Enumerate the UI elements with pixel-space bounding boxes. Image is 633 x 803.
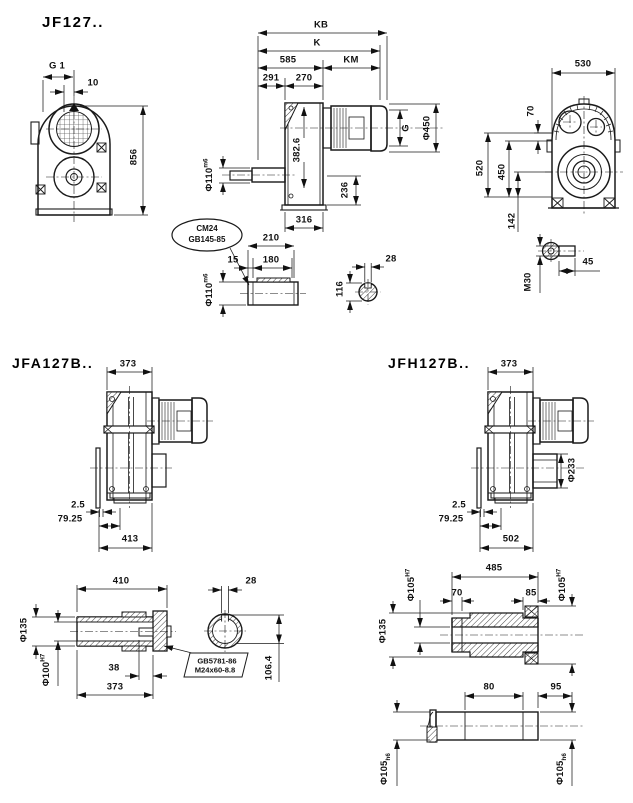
dim-520: 520 — [474, 159, 486, 177]
dim-233: Φ233 — [566, 457, 578, 483]
dim-291: 291 — [262, 72, 280, 84]
bushing-dimensions — [389, 572, 576, 676]
dim-105h7-left: Φ105H7 — [404, 568, 417, 602]
dim-210: 210 — [262, 232, 280, 244]
eyebolt — [536, 234, 600, 293]
dim-236: 236 — [339, 181, 351, 199]
side-dimensions — [219, 30, 440, 232]
dim-382-6: 382.6 — [291, 137, 303, 163]
dim-70: 70 — [525, 105, 537, 117]
bolt-note-frame — [183, 652, 249, 678]
jfa127-title: JFA127B.. — [12, 355, 94, 371]
dim-502: 502 — [502, 533, 520, 545]
jfh127-view — [467, 367, 594, 552]
dim-105h6-left: Φ105h6 — [378, 753, 392, 785]
jfh-dimensions — [467, 367, 568, 552]
jf127-title: JF127.. — [42, 14, 105, 31]
dim-38: 38 — [108, 662, 120, 674]
dim-450: 450 — [496, 163, 508, 181]
dim-180: 180 — [262, 254, 280, 266]
centerlines — [46, 96, 102, 222]
dim-116: 116 — [334, 281, 346, 297]
bolt-note-line2: M24x60-8.8 — [194, 665, 236, 675]
dim-shaft-dia: Φ110m6 — [202, 158, 215, 192]
hollow-shaft-detail — [32, 585, 284, 699]
dim-135-hollow: Φ135 — [18, 617, 30, 643]
dim-373-jfa: 373 — [119, 358, 137, 370]
dim-142: 142 — [506, 212, 518, 230]
bolt-note-line1: GB5781-86 — [197, 656, 237, 666]
dim-373-jfh: 373 — [500, 358, 518, 370]
fan-cowl — [370, 105, 388, 152]
dim-95: 95 — [550, 681, 562, 693]
solid-shaft-detail — [219, 243, 306, 317]
callout-gb145: GB145-85 — [188, 235, 226, 244]
dim-79-25-jfa: 79.25 — [57, 513, 83, 525]
dim-2-5-jfa: 2.5 — [71, 499, 85, 511]
dim-270: 270 — [295, 72, 313, 84]
rear-dimensions — [484, 68, 616, 232]
dim-2-5-jfh: 2.5 — [452, 499, 466, 511]
dim-kb: KB — [313, 19, 329, 31]
dim-70-bushing: 70 — [451, 587, 463, 599]
bore-section — [204, 586, 284, 682]
dim-105h7-right: Φ105H7 — [555, 568, 568, 602]
solid-shaft — [393, 692, 584, 786]
dim-m30: M30 — [522, 272, 534, 292]
dim-28-key: 28 — [245, 575, 257, 587]
key — [256, 277, 291, 283]
dim-105h6-right: Φ105h6 — [554, 753, 568, 785]
dim-80: 80 — [483, 681, 495, 693]
bearing-blocks — [524, 605, 539, 665]
callout-cm24: CM24 — [196, 224, 218, 233]
hollow-shaft-dimensions — [32, 585, 168, 699]
dim-10: 10 — [87, 77, 99, 89]
dim-373-hollow: 373 — [106, 681, 124, 693]
dim-856: 856 — [128, 148, 140, 166]
dim-585: 585 — [279, 54, 297, 66]
dim-shaft-end-dia: Φ110m6 — [202, 273, 215, 307]
end-cap — [152, 610, 168, 652]
dim-413: 413 — [121, 533, 139, 545]
dim-45: 45 — [582, 256, 594, 268]
dim-316: 316 — [295, 214, 313, 226]
dim-g1: G 1 — [49, 60, 65, 72]
output-hub — [151, 453, 167, 488]
input-shaft-section — [346, 263, 384, 313]
fan-cowl — [572, 397, 589, 444]
dim-15: 15 — [227, 254, 239, 266]
jf127-side-view — [219, 30, 443, 232]
jf127-rear-view — [484, 68, 623, 293]
dim-km: KM — [343, 54, 359, 66]
dim-530: 530 — [574, 58, 592, 70]
jfa127-view — [86, 367, 213, 552]
front-dimensions — [42, 70, 148, 216]
dim-450-fan: Φ450 — [421, 115, 433, 141]
dim-85: 85 — [525, 587, 537, 599]
jf127-front-view — [30, 70, 148, 222]
dim-79-25-jfh: 79.25 — [438, 513, 464, 525]
jfa-dimensions — [86, 367, 153, 552]
fan-cowl — [191, 397, 208, 444]
dim-106-4: 106.4 — [263, 655, 275, 681]
dim-485: 485 — [485, 562, 503, 574]
jfh127-title: JFH127B.. — [388, 355, 471, 371]
bushing-detail — [389, 572, 584, 786]
shaft-detail-dimensions — [219, 243, 295, 317]
shaft-cover — [532, 453, 558, 489]
dim-g: G — [400, 124, 412, 132]
dim-100h7: Φ100H7 — [39, 653, 52, 687]
dim-k: K — [313, 37, 321, 49]
retaining-bolt — [138, 627, 154, 637]
dim-410: 410 — [112, 575, 130, 587]
dim-135-bushing: Φ135 — [377, 618, 389, 644]
dim-28-input: 28 — [385, 253, 397, 265]
